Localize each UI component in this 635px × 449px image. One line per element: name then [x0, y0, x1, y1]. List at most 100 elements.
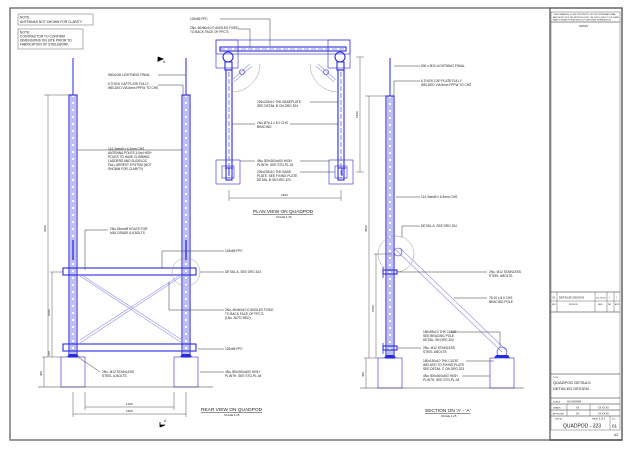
drawing-number: QUADPOD - 323 [563, 424, 601, 430]
sheet-label: SHEET [592, 419, 599, 421]
paper-size: A3 [614, 433, 618, 437]
section-brace-pole [395, 249, 503, 353]
section-label-brace-pole: 76.10 x 5.0 CHS [489, 296, 512, 300]
plan-label-angles: TO BACK FACE OF PFC'S [190, 30, 228, 34]
plan-dim-width: 1500 [281, 193, 288, 197]
label-chs: SHOWN FOR CLARITY) [108, 167, 143, 171]
note-text: FABRICATION OF STEELWORK [20, 43, 69, 47]
label-angles: TO BACK FACE OF PFC'S [225, 312, 263, 316]
section-label-ubolts-top: 2No. M12 STAINLESS [489, 270, 521, 274]
rear-view-scale: SCALE 1:25 [224, 413, 240, 417]
section-marker-top: A [163, 60, 166, 64]
dim-inner: 1200 [126, 402, 133, 406]
label-angles: (1No. NOTCHED) [225, 316, 251, 320]
revision-rev: 01 [553, 296, 556, 300]
revision-header: INIT [608, 304, 612, 306]
dim-brace: 1000 [47, 309, 51, 316]
upper-pfc [62, 267, 197, 276]
section-label-plinth: PLINTH. SEE STD-PL-04 [423, 378, 460, 382]
label-pfc-top: 125x65 PFC [225, 249, 243, 253]
label-holes: 2No 18mmØ HOLES FOR [110, 227, 148, 231]
label-lightning-finial: 500x10Ø LIGHTNING FINIAL [108, 73, 150, 77]
notes-box [550, 21, 621, 293]
label-angles: 2No. 60x60x10 E ANGLES FIXED [225, 308, 274, 312]
plan-label-base-plate: 225x225x10 THK BASE [257, 170, 291, 174]
plan-label-plinth: 4No 300x300x400 HIGH [257, 159, 292, 163]
note-label: NOTE: [20, 31, 30, 35]
label-chs: ANTENNA POLES 3.0m HIGH [108, 151, 152, 155]
label-detail-a: DETAIL A. SEE DRG 324 [225, 270, 261, 274]
section-view-title: SECTION ON 'A' - 'A' [425, 408, 471, 414]
dim-height: 3000 [43, 225, 47, 232]
title-label: TITLE [553, 377, 559, 379]
section-dim-brace: 1500 [371, 305, 375, 312]
copyright-text: AND MUST NOT BE REPRODUCED OR DISCLOSED … [553, 16, 619, 19]
rear-view: 3000 1000 240 400 1200 1600 A A 500x10Ø … [38, 56, 274, 428]
note-antennas: NOTE: ANTENNAS NOT SHOWN FOR CLARITY [17, 13, 94, 26]
note-text: ANTENNAS NOT SHOWN FOR CLARITY [20, 20, 83, 24]
approved-label: APPROVED [553, 413, 565, 416]
section-label-cleat-bottom: WELDED TO FIXING PLATE [423, 363, 464, 367]
plan-view-scale: SCALE 1:25 [276, 215, 292, 219]
section-label-detail-a: DETAIL A. SEE DRG 324 [421, 224, 457, 228]
plan-label-base-plate: PLATE. SEE FIXING PLATE [257, 174, 297, 178]
approved-by: XX [576, 413, 580, 416]
drawn-date: XX.XX.XX [598, 407, 609, 410]
left-plinth [60, 356, 86, 388]
dim-small: 240 [47, 351, 51, 356]
drawing-rev: 01 [612, 424, 618, 429]
label-ubolts: 2No. M12 STAINLESS [102, 370, 134, 374]
rear-view-title: REAR VIEW ON QUADPOD [201, 407, 263, 413]
right-plinth [173, 356, 199, 388]
plan-label-base-plate: DETAIL B ON DRG 324 [257, 178, 291, 182]
label-holes: M16 GRADE 8.8 BOLTS [110, 231, 145, 235]
dim-outer: 1600 [126, 409, 133, 413]
section-label-ubolts-bottom: STEEL UBOLTS [423, 350, 446, 354]
section-label-cleat-bottom: SEE DETAIL C ON DRG 323 [423, 367, 464, 371]
note-text: DIMENSIONS ON SITE PRIOR TO [20, 39, 72, 43]
title-block: THIS DRAWING IS THE PROPERTY OF XXX INTE… [549, 7, 623, 441]
section-label-chs: 114.3mmØ x 6.3mm CHS [421, 195, 457, 199]
scale-value: AS SHOWN [567, 400, 581, 404]
revision-header: REVISION [569, 304, 578, 306]
section-label-ubolts-top: STEEL UBOLTS [489, 274, 512, 278]
approved-date: XX.XX.XX [598, 413, 609, 416]
section-marker-bottom: A [164, 419, 167, 423]
revision-description: DETAILED DESIGN [559, 296, 584, 300]
revision-header: DATE [598, 303, 603, 306]
label-chs: POLES TO HAVE CLIMBING [108, 155, 150, 159]
label-cap-plate: 6 THICK CAP PLATE FULLY [108, 82, 150, 86]
drawn-label: DRAWN [553, 407, 561, 410]
section-dim-height: 3000 [364, 225, 368, 232]
section-label-cleat-top: DETAIL ON DRG 324 [423, 338, 454, 342]
sheet-value: 1 of 1 [599, 418, 606, 421]
plan-view-title: PLAN VIEW ON QUADPOD [253, 209, 314, 215]
notes-header: NOTES [579, 24, 588, 28]
scale-label: SCALE [553, 401, 561, 404]
section-label-brace-pole: BRACING POLE [489, 300, 513, 304]
note-text: CONTRACTOR TO CONFIRM [20, 35, 65, 39]
plan-label-pfc: 125x65 PFC [190, 17, 208, 21]
lower-pfc [62, 343, 197, 352]
label-chs: 114.3mmØ x 6.3mm CHS [108, 147, 144, 151]
revision-by: / [609, 296, 610, 300]
rev-label: Rev [612, 419, 615, 421]
section-label-lightning-finial: 500 x Ø10 LIGHTNING FINIAL [421, 64, 465, 68]
revision-table: 01 DETAILED DESIGN XX.XX.XX / / REV REVI… [550, 291, 621, 313]
revision-chk: / [616, 296, 617, 300]
section-label-ubolts-bottom: 2No. M12 STAINLESS [423, 346, 455, 350]
section-label-cap-plate: 6 THICK CAP PLATE FULLY [421, 79, 463, 83]
section-view: 3000 1500 400 500 x Ø10 LIGHTNING FINIAL… [360, 58, 524, 418]
plan-label-bracing: BRACING [257, 125, 272, 129]
label-cap-plate: WELDED VIA 6mm FPFW TO CHS [108, 86, 158, 90]
revision-header: APPD [615, 303, 621, 306]
label-plinth: PLINTH. SEE STD-PL-04 [225, 374, 262, 378]
label-ubolts: STEEL U-BOLTS [102, 374, 126, 378]
plan-dim-depth: 1500 [355, 111, 359, 118]
label-plinth: 4No 300x300x400 HIGH [225, 370, 260, 374]
section-plinth-right [489, 357, 515, 389]
copyright-text: PARTY IN ANY FORM WITHOUT WRITTEN PERMIS… [553, 19, 611, 22]
plan-label-angles: 2No. 60x60x10 E ANGLES FIXED [190, 26, 239, 30]
revision-date: XX.XX.XX [596, 298, 607, 300]
